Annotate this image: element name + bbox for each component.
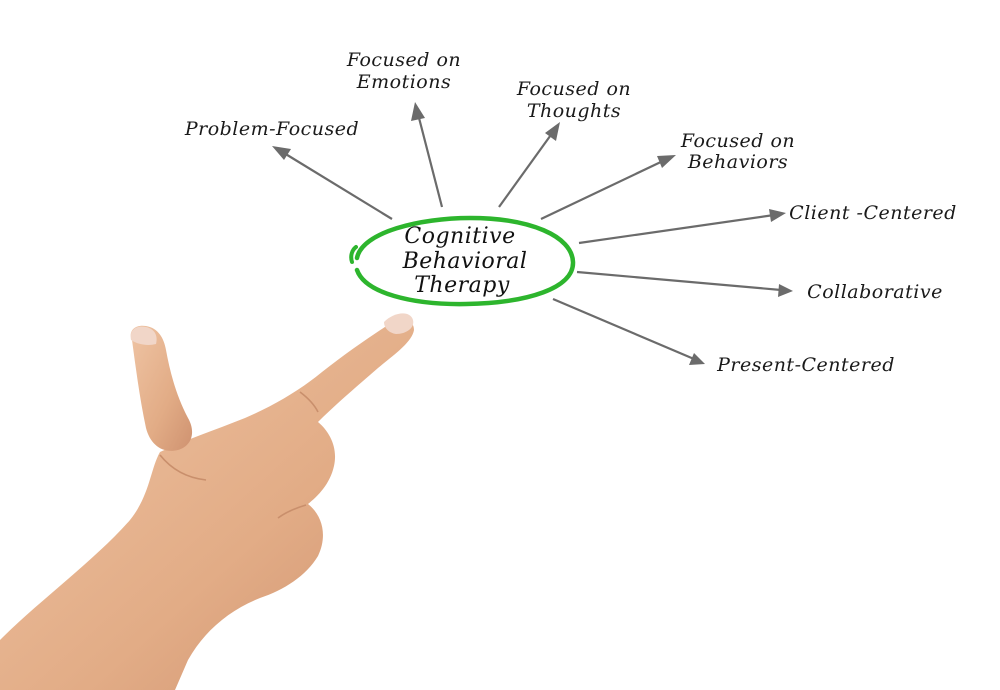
center-ring (354, 215, 576, 307)
hand-index-nail (384, 313, 414, 334)
pointing-hand (0, 313, 414, 690)
node-focused-on-behaviors-line-1: Focused on (680, 130, 795, 152)
node-focused-on-emotions-line-1: Focused on (346, 49, 461, 71)
arrow-client-centered (578, 209, 786, 245)
center-ring-tail (349, 245, 358, 264)
hand-palm (0, 320, 414, 690)
hand-knuckle-crease (299, 391, 319, 413)
node-focused-on-emotions-line-2: Emotions (356, 71, 451, 93)
arrow-present-centered (552, 297, 705, 365)
arrow-focused-on-emotions (411, 102, 444, 208)
node-focused-on-thoughts-line-1: Focused on (516, 78, 631, 100)
node-problem-focused: Problem-Focused (184, 118, 359, 140)
hand-thumb (130, 325, 193, 451)
center-node: Cognitive Behavioral Therapy (349, 215, 576, 307)
node-present-centered: Present-Centered (716, 354, 895, 376)
arrow-collaborative (576, 270, 793, 297)
arrow-focused-on-thoughts (498, 122, 560, 208)
hand-knuckle-crease (277, 504, 307, 519)
hand-knuckle-crease (159, 454, 207, 481)
hand-thumb-nail (130, 326, 157, 345)
center-label-line-3: Therapy (414, 273, 510, 298)
node-collaborative: Collaborative (807, 281, 943, 303)
node-focused-on-behaviors-line-2: Behaviors (687, 151, 788, 173)
arrow-problem-focused (272, 146, 393, 220)
center-label-line-2: Behavioral (402, 249, 528, 274)
node-client-centered: Client -Centered (789, 202, 957, 224)
center-label-line-1: Cognitive (404, 224, 515, 249)
outer-labels: Problem-Focused Focused on Emotions Focu… (184, 49, 957, 376)
arrow-focused-on-behaviors (540, 155, 676, 220)
arrows-group (272, 102, 793, 365)
node-focused-on-thoughts-line-2: Thoughts (527, 100, 621, 122)
